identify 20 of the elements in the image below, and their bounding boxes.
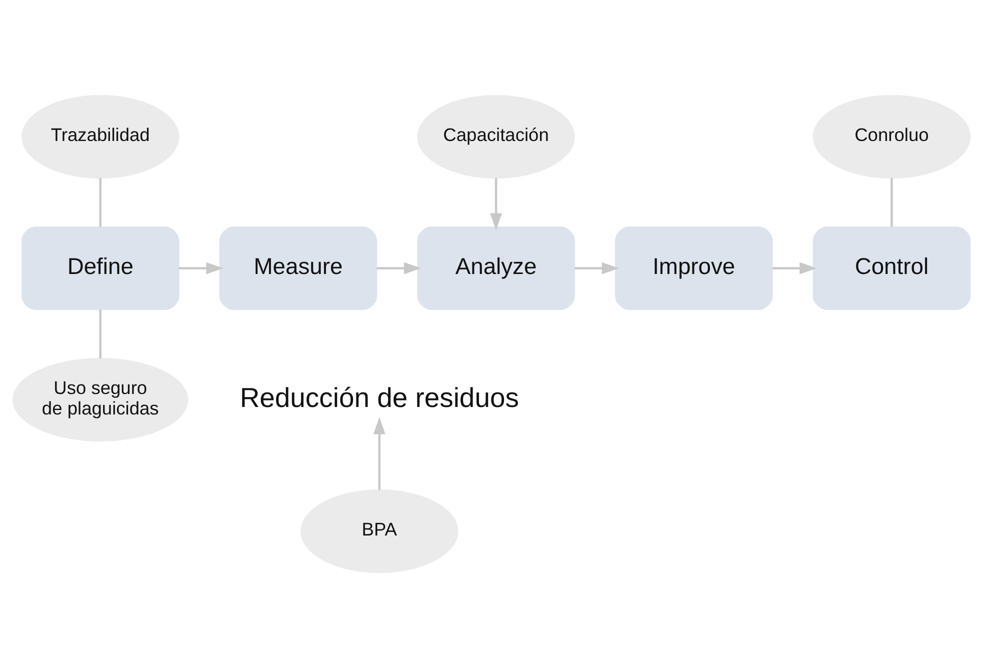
arrow (574, 262, 619, 274)
connector (890, 178, 893, 226)
node-box: Analyze (417, 226, 575, 310)
arrow (376, 262, 422, 274)
node-text: Reducción de residuos (240, 381, 519, 412)
node-box: Control (812, 226, 971, 310)
node-box: Define (21, 226, 180, 310)
node-ellipse: Uso seguro de plaguicidas (12, 358, 188, 441)
node-ellipse: Trazabilidad (21, 94, 180, 178)
node-ellipse: BPA (300, 489, 458, 572)
node-ellipse: Conroluo (812, 94, 971, 178)
node-box: Measure (219, 226, 378, 310)
arrow (373, 416, 386, 490)
node-box: Improve (614, 226, 773, 310)
arrow (490, 178, 502, 230)
connector (99, 309, 102, 358)
arrow (178, 262, 224, 274)
node-ellipse: Capacitación (417, 94, 575, 178)
arrow (772, 262, 817, 274)
connector (99, 178, 102, 226)
